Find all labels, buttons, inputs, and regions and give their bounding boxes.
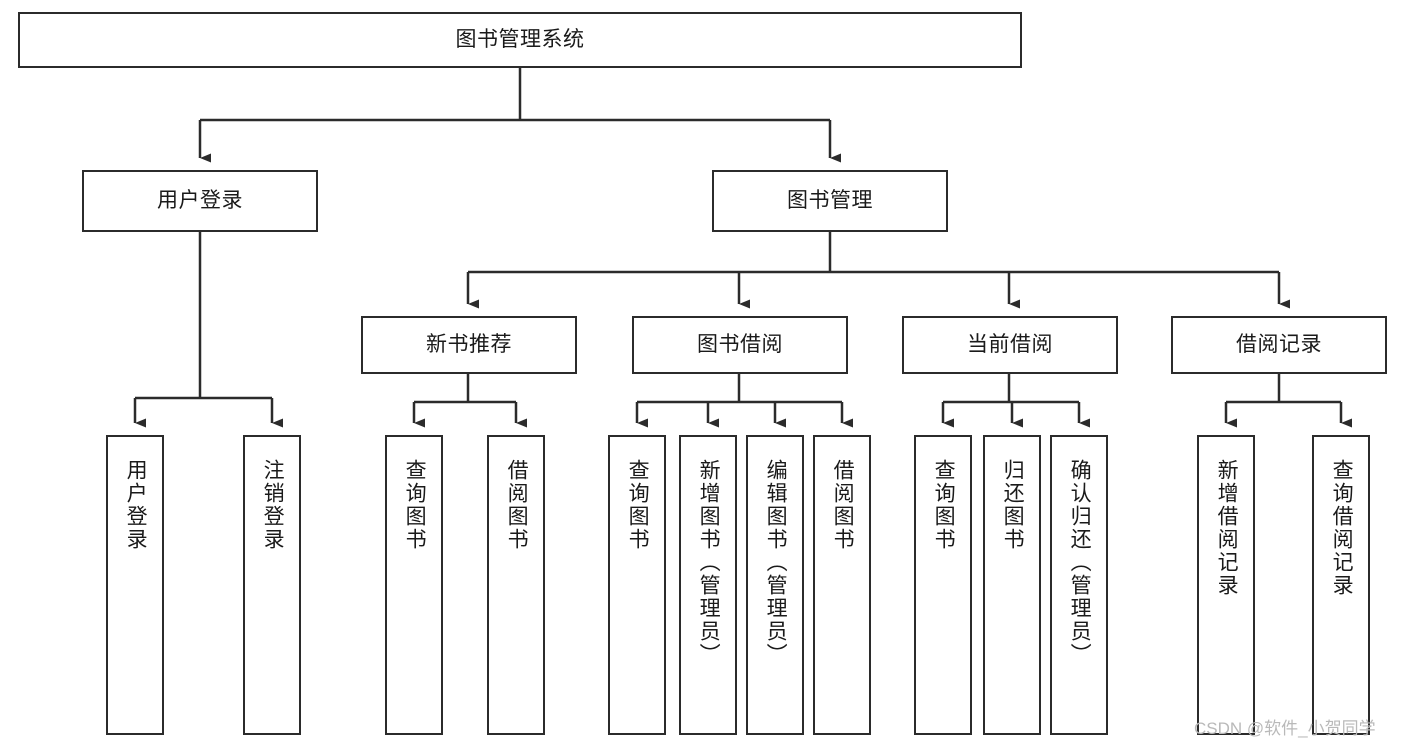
node-root[interactable]: 图书管理系统 — [18, 12, 1022, 68]
leaf-edit-book-admin-label: 编辑图书（管理员） — [764, 459, 788, 666]
leaf-query-book-recommend[interactable]: 查询图书 — [385, 435, 443, 735]
leaf-return-book-label: 归还图书 — [1001, 459, 1025, 551]
leaf-user-login[interactable]: 用户登录 — [106, 435, 164, 735]
node-user-login[interactable]: 用户登录 — [82, 170, 318, 232]
leaf-borrow-book-recommend[interactable]: 借阅图书 — [487, 435, 545, 735]
leaf-return-book[interactable]: 归还图书 — [983, 435, 1041, 735]
node-borrow-record[interactable]: 借阅记录 — [1171, 316, 1387, 374]
leaf-borrow-book-label: 借阅图书 — [831, 459, 855, 551]
leaf-borrow-book-recommend-label: 借阅图书 — [505, 459, 529, 551]
leaf-query-book-recommend-label: 查询图书 — [403, 459, 427, 551]
leaf-query-book-current[interactable]: 查询图书 — [914, 435, 972, 735]
leaf-query-book-borrow-label: 查询图书 — [626, 459, 650, 551]
leaf-confirm-return-admin[interactable]: 确认归还（管理员） — [1050, 435, 1108, 735]
node-book-borrow[interactable]: 图书借阅 — [632, 316, 848, 374]
node-current-borrow[interactable]: 当前借阅 — [902, 316, 1118, 374]
leaf-add-book-admin-label: 新增图书（管理员） — [697, 459, 721, 666]
node-book-borrow-label: 图书借阅 — [697, 333, 783, 357]
node-user-login-label: 用户登录 — [157, 189, 243, 213]
node-book-management[interactable]: 图书管理 — [712, 170, 948, 232]
leaf-user-login-label: 用户登录 — [124, 459, 148, 551]
node-new-book-recommend[interactable]: 新书推荐 — [361, 316, 577, 374]
leaf-query-borrow-record[interactable]: 查询借阅记录 — [1312, 435, 1370, 735]
node-root-label: 图书管理系统 — [455, 28, 585, 52]
leaf-confirm-return-admin-label: 确认归还（管理员） — [1068, 459, 1092, 666]
leaf-query-book-borrow[interactable]: 查询图书 — [608, 435, 666, 735]
csdn-watermark: CSDN @软件_小贺同学 — [1194, 719, 1376, 738]
leaf-add-book-admin[interactable]: 新增图书（管理员） — [679, 435, 737, 735]
leaf-query-borrow-record-label: 查询借阅记录 — [1330, 459, 1354, 597]
node-book-management-label: 图书管理 — [787, 189, 873, 213]
leaf-add-borrow-record[interactable]: 新增借阅记录 — [1197, 435, 1255, 735]
leaf-logout-label: 注销登录 — [261, 459, 285, 551]
leaf-query-book-current-label: 查询图书 — [932, 459, 956, 551]
leaf-edit-book-admin[interactable]: 编辑图书（管理员） — [746, 435, 804, 735]
leaf-borrow-book[interactable]: 借阅图书 — [813, 435, 871, 735]
leaf-logout[interactable]: 注销登录 — [243, 435, 301, 735]
node-borrow-record-label: 借阅记录 — [1236, 333, 1322, 357]
node-current-borrow-label: 当前借阅 — [967, 333, 1053, 357]
leaf-add-borrow-record-label: 新增借阅记录 — [1215, 459, 1239, 597]
node-new-book-recommend-label: 新书推荐 — [426, 333, 512, 357]
